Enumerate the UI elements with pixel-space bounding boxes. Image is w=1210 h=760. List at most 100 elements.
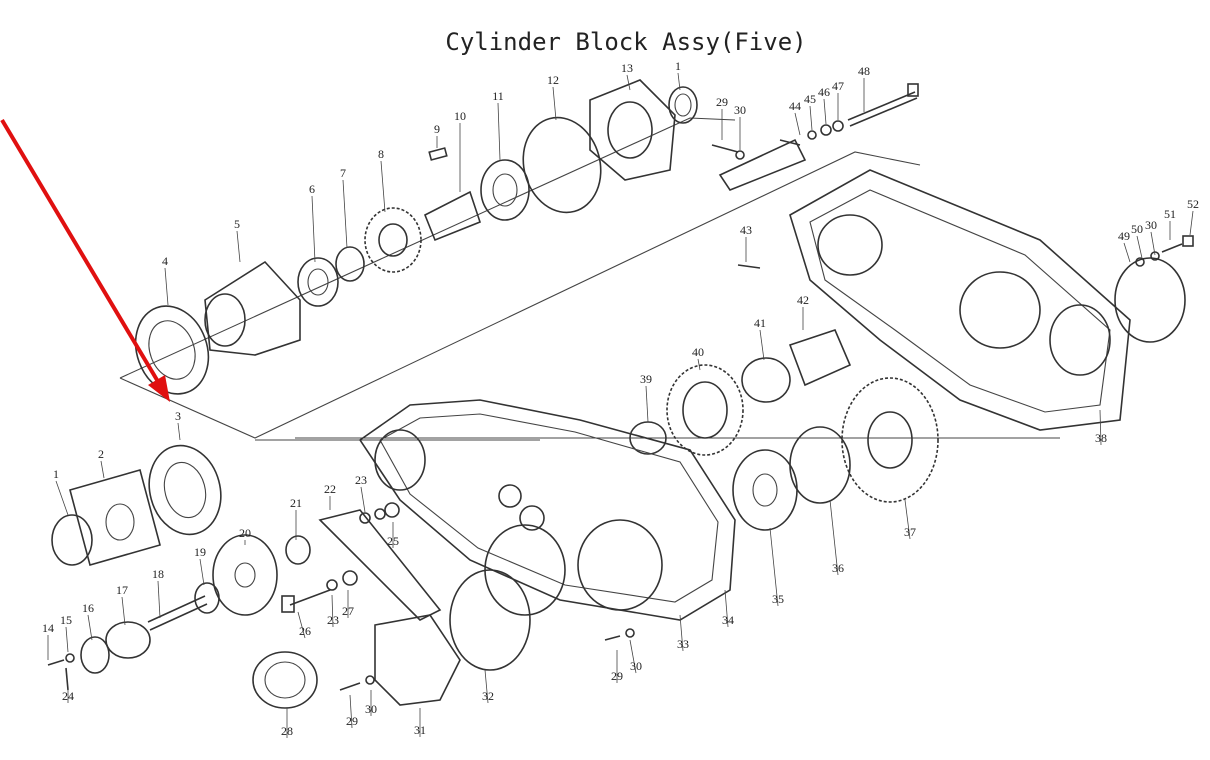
leader-line	[823, 98, 827, 125]
gasket-32	[449, 569, 531, 671]
seal-28	[252, 651, 318, 709]
highlight-arrow	[0, 118, 170, 402]
leader-line	[679, 614, 684, 652]
part-label: 4	[162, 254, 168, 268]
part-label: 31	[414, 723, 426, 737]
leader-line	[759, 329, 765, 361]
part-label: 38	[1095, 431, 1107, 445]
leader-line	[697, 358, 701, 371]
leader-line	[497, 102, 501, 161]
part-label: 33	[677, 637, 689, 651]
hub-35	[732, 449, 798, 531]
leader-line	[1136, 235, 1143, 259]
part-label: 28	[281, 724, 293, 738]
leader-line	[1189, 210, 1194, 236]
part-label: 8	[378, 147, 384, 161]
washer-7	[335, 246, 365, 282]
cap-1	[51, 514, 93, 566]
part-label: 29	[611, 669, 623, 683]
part-label: 9	[434, 122, 440, 136]
part-label: 16	[82, 601, 94, 615]
part-label: 40	[692, 345, 704, 359]
part-label: 32	[482, 689, 494, 703]
leader-line	[164, 267, 169, 306]
leader-line	[724, 589, 729, 628]
part-label: 1	[675, 59, 681, 73]
leader-line	[794, 112, 801, 136]
rear-housing-38	[789, 169, 1194, 431]
part-label: 23	[327, 613, 339, 627]
part-label: 10	[454, 109, 466, 123]
part-label: 30	[365, 702, 377, 716]
part-label: 30	[1145, 218, 1157, 232]
leader-line	[349, 694, 353, 729]
part-label: 19	[194, 545, 206, 559]
gasket-3	[148, 444, 222, 536]
leader-line	[100, 460, 105, 479]
part-label: 30	[734, 103, 746, 117]
plate-2	[69, 469, 161, 566]
part-label: 45	[804, 92, 816, 106]
part-label: 7	[340, 166, 346, 180]
leader-line	[769, 527, 779, 607]
part-label: 11	[492, 89, 504, 103]
upper-shaft-parts	[134, 79, 698, 395]
part-label: 39	[640, 372, 652, 386]
leader-line	[626, 74, 631, 91]
leader-line	[380, 160, 386, 213]
key-9	[428, 147, 448, 161]
part-label: 29	[716, 95, 728, 109]
cover-13	[589, 79, 676, 181]
part-label: 24	[62, 689, 74, 703]
part-label: 50	[1131, 222, 1143, 236]
assembly-guide-lines	[119, 117, 1060, 441]
leader-line	[1099, 409, 1102, 446]
part-label: 22	[324, 482, 336, 496]
part-label: 30	[630, 659, 642, 673]
part-label: 37	[904, 525, 916, 539]
bearing-19	[194, 582, 220, 614]
leader-line	[236, 230, 241, 263]
part-label: 6	[309, 182, 315, 196]
leader-line	[829, 499, 839, 576]
part-label: 51	[1164, 207, 1176, 221]
part-label: 18	[152, 567, 164, 581]
leader-line	[484, 669, 489, 704]
part-label: 46	[818, 85, 830, 99]
bolt-26	[281, 595, 295, 613]
leader-line	[199, 558, 205, 586]
part-label: 36	[832, 561, 844, 575]
leader-line	[87, 614, 93, 641]
part-label: 41	[754, 316, 766, 330]
lower-left-parts	[47, 444, 635, 709]
leader-line	[629, 639, 637, 674]
part-label: 52	[1187, 197, 1199, 211]
part-label: 13	[621, 61, 633, 75]
part-label: 1	[53, 467, 59, 481]
part-label: 29	[346, 714, 358, 728]
leader-line	[121, 596, 126, 626]
sleeve-41	[741, 357, 791, 403]
part-label: 49	[1118, 229, 1130, 243]
bearing-11	[480, 159, 530, 221]
leader-line	[297, 611, 306, 639]
part-label: 20	[239, 526, 251, 540]
part-label: 42	[797, 293, 809, 307]
part-label: 21	[290, 496, 302, 510]
leader-line	[157, 580, 161, 619]
leader-line	[1123, 242, 1131, 263]
part-label: 14	[42, 621, 54, 635]
part-label: 43	[740, 223, 752, 237]
leader-line	[311, 195, 316, 263]
shaft-10	[423, 190, 481, 242]
bearing-21	[285, 535, 311, 565]
front-cover-33	[358, 399, 736, 621]
leader-line	[65, 626, 69, 653]
part-label: 26	[299, 624, 311, 638]
part-label: 17	[116, 583, 128, 597]
bracket-parts	[711, 83, 919, 269]
gasket-4	[134, 305, 210, 395]
bearing-6	[297, 257, 339, 307]
